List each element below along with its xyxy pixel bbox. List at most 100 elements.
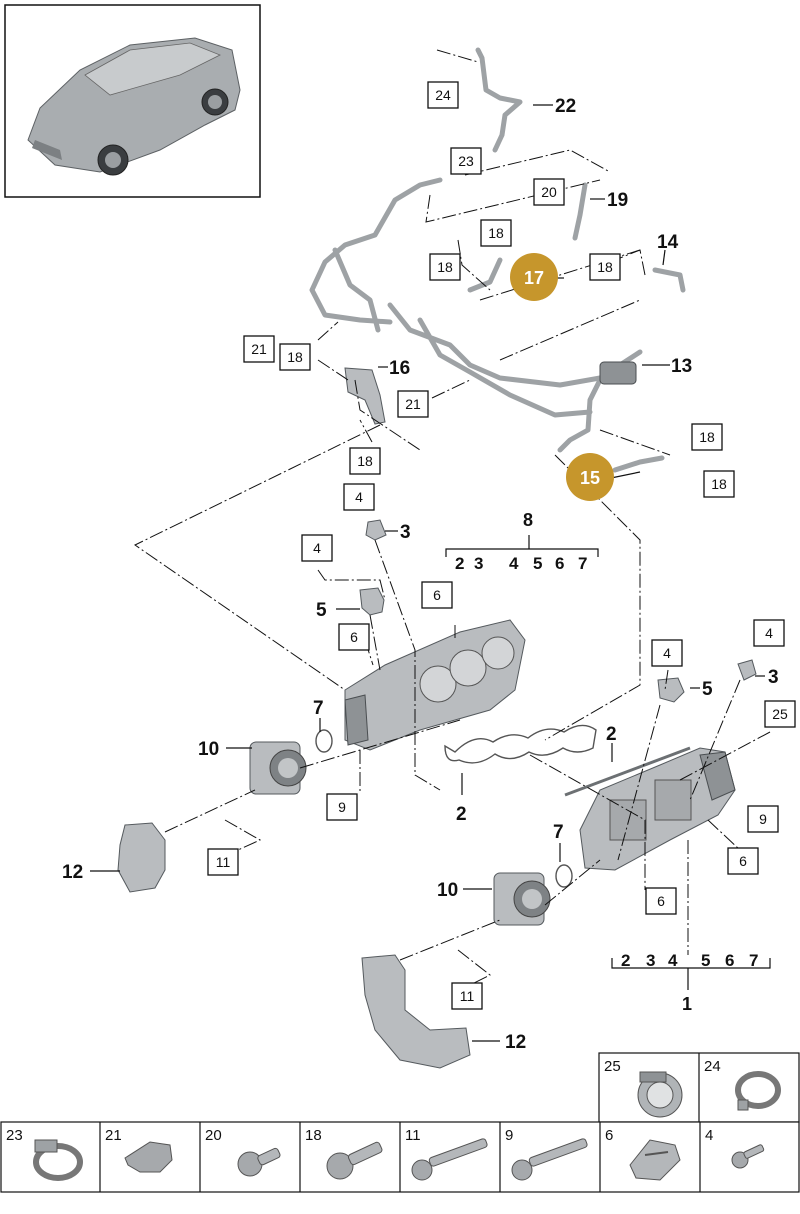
svg-text:24: 24 [435,87,451,103]
boxed-callout-23: 23 [450,147,482,175]
sensor-5-upper [359,587,385,616]
group-1-members: 2 3 4 5 6 7 1 [621,951,758,1014]
group-8-label: 8 [523,510,533,530]
svg-text:15: 15 [580,468,600,488]
group-8-member: 6 [555,554,564,573]
svg-text:20: 20 [205,1127,222,1144]
svg-text:6: 6 [657,893,665,909]
legend-cell-20: 20 [205,1127,281,1177]
legend-cell-21: 21 [105,1127,173,1173]
callout-22: 22 [555,96,576,117]
o-ring-7-upper [315,729,333,753]
svg-text:11: 11 [216,854,231,870]
long-bolt-icon [411,1138,488,1181]
svg-text:6: 6 [350,629,358,645]
group-1-member: 4 [668,951,678,970]
pipe-connector-13 [599,361,637,385]
svg-text:18: 18 [357,453,373,469]
callout-3-lower: 3 [768,667,779,688]
badge-17: 17 [510,253,558,301]
group-8-member: 3 [474,554,483,573]
boxed-callout-18: 18 [429,253,461,281]
fuel-rail-lower [564,746,691,797]
throttle-body-upper [249,741,307,795]
boxed-callout-4: 4 [651,639,683,667]
svg-text:18: 18 [437,259,453,275]
svg-text:20: 20 [541,184,557,200]
svg-text:9: 9 [759,811,767,827]
group-1-member: 2 [621,951,630,970]
callout-3-upper: 3 [400,522,411,543]
boxed-callout-11: 11 [207,848,239,876]
legend-cell-24: 24 [704,1058,781,1111]
callout-19: 19 [607,190,628,211]
boxed-callout-6: 6 [645,887,677,915]
svg-text:18: 18 [287,349,303,365]
svg-text:9: 9 [505,1127,513,1144]
svg-text:23: 23 [6,1127,23,1144]
spring-clamp-icon [735,1071,781,1111]
svg-text:6: 6 [605,1127,613,1144]
svg-text:21: 21 [251,341,267,357]
svg-text:25: 25 [772,706,788,722]
boxed-callout-6: 6 [727,847,759,875]
boxed-callout-18: 18 [691,423,723,451]
svg-text:6: 6 [433,587,441,603]
boxed-callout-6: 6 [338,623,370,651]
svg-text:25: 25 [604,1058,621,1075]
svg-text:18: 18 [305,1127,322,1144]
bolt-icon [326,1141,383,1180]
boxed-callout-4: 4 [301,534,333,562]
boxed-callouts: 24 23 20 18 18 18 21 18 21 18 18 18 4 4 … [207,81,796,1010]
group-1-label: 1 [682,994,692,1014]
clip-icon [629,1139,681,1181]
boxed-callout-4: 4 [753,619,785,647]
boxed-callout-24: 24 [427,81,459,109]
boxed-callout-21: 21 [397,390,429,418]
callout-12-lower: 12 [505,1032,526,1053]
throttle-body-lower [493,872,551,926]
legend-cell-4: 4 [705,1127,765,1169]
callout-5-upper: 5 [316,600,327,621]
callout-7-lower: 7 [553,822,564,843]
legend-cell-6: 6 [605,1127,681,1181]
boxed-callout-6: 6 [421,581,453,609]
callout-16: 16 [389,358,410,379]
group-8-member: 5 [533,554,542,573]
legend-cell-9: 9 [505,1127,588,1181]
callout-14: 14 [657,232,679,253]
intake-manifold-upper [344,619,526,751]
svg-text:18: 18 [711,476,727,492]
sensor-5-lower [657,677,685,703]
boxed-callout-18: 18 [349,447,381,475]
callout-10-upper: 10 [198,739,219,760]
group-8-members: 8 2 3 4 5 6 7 [455,510,587,573]
coolant-pipe-assembly [309,47,686,473]
group-8-member: 4 [509,554,519,573]
badge-15: 15 [566,453,614,501]
svg-text:24: 24 [704,1058,721,1075]
o-ring-7-lower [555,864,573,888]
hose-clamp-icon [637,1071,683,1118]
vehicle-thumbnail [4,4,261,198]
group-1-member: 7 [749,951,758,970]
boxed-callout-9: 9 [326,793,358,821]
legend-cell-23: 23 [6,1127,83,1181]
svg-text:17: 17 [524,268,544,288]
clip-clamp-icon [33,1139,83,1181]
svg-text:4: 4 [705,1127,713,1144]
svg-text:4: 4 [355,489,363,505]
callout-10-lower: 10 [437,880,458,901]
svg-text:18: 18 [488,225,504,241]
boxed-callout-11: 11 [451,982,483,1010]
group-8-member: 2 [455,554,464,573]
manifold-gasket-upper [444,724,597,764]
callout-12-upper: 12 [62,862,83,883]
group-1-member: 3 [646,951,655,970]
svg-text:9: 9 [338,799,346,815]
svg-text:6: 6 [739,853,747,869]
small-screw-icon [731,1144,765,1169]
boxed-callout-20: 20 [533,178,565,206]
callout-13: 13 [671,356,692,377]
